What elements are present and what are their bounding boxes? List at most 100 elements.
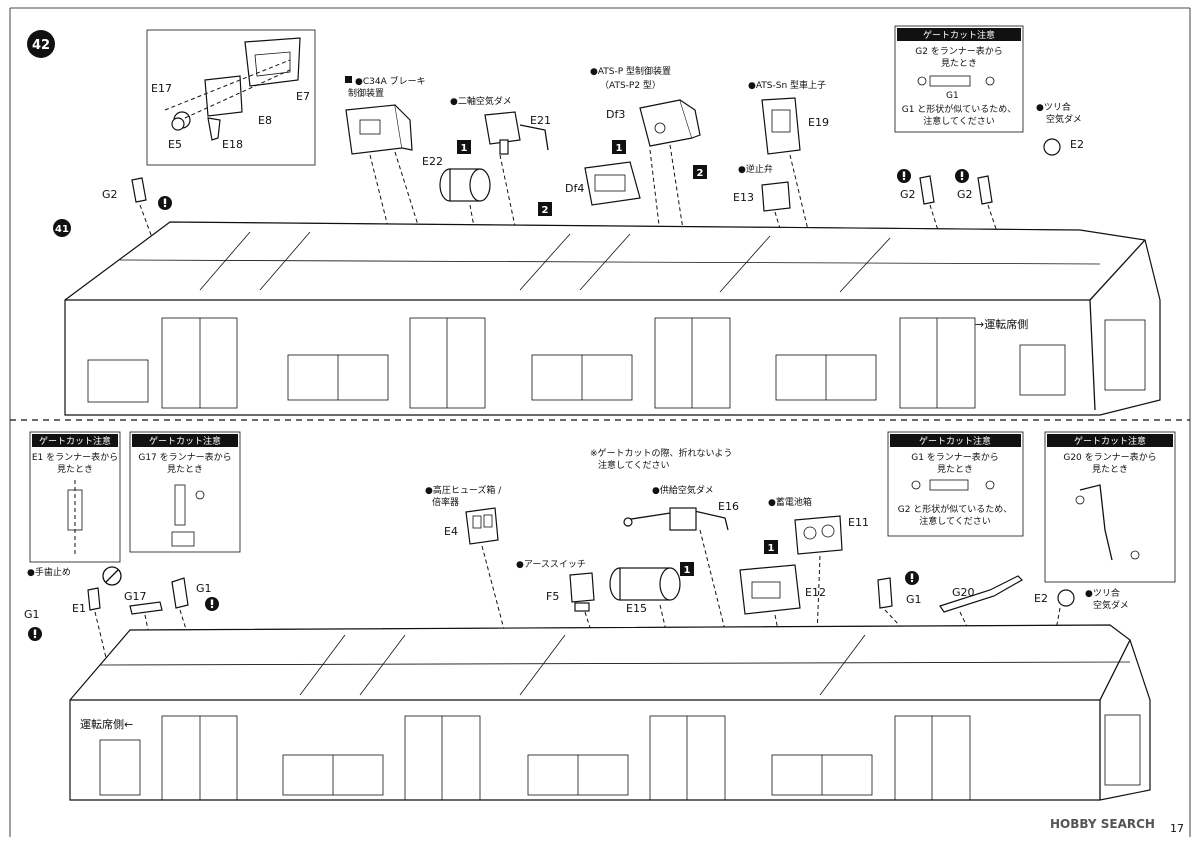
part-e15: E15 [626,602,647,615]
step-number: 42 [32,38,50,53]
svg-text:2: 2 [697,168,704,179]
marker-1-bottom-b: 1 [764,540,778,554]
part-e5: E5 [168,138,182,151]
watermark: HOBBY SEARCH [1050,817,1155,831]
warning-icon-g1-right [905,571,919,585]
check-valve-callout: ●逆止弁 [738,163,773,175]
part-e21: E21 [530,114,551,127]
part-g2-right: G2 [957,188,973,201]
part-g1-left: G1 [24,608,40,621]
svg-text:ゲートカット注意: ゲートカット注意 [923,29,995,41]
svg-text:ゲートカット注意: ゲートカット注意 [919,435,991,447]
g17-part [129,601,163,615]
warning-icon-g2-left [158,196,172,210]
handbrake-callout: ●手歯止め [27,566,71,578]
ats-sn-part [761,97,801,155]
svg-text:G1: G1 [946,91,959,101]
ats-sn-callout: ●ATS-Sn 型車上子 [748,79,826,91]
car-body-bottom [69,624,1151,801]
part-e11: E11 [848,516,869,529]
g1-part-b [877,577,893,609]
e1-part [87,587,101,611]
ats-p-part-lower [584,161,641,206]
warning-icon-g2-mid [897,169,911,183]
direction-top: →運転席側 [975,317,1028,331]
inset-box [146,29,316,166]
svg-text:G2 と形状が似ているため、: G2 と形状が似ているため、 [898,503,1013,515]
tsuri-callout-top-2: 空気ダメ [1046,113,1082,125]
battery-upper-part [794,515,843,555]
svg-text:ゲートカット注意: ゲートカット注意 [149,435,221,447]
part-g2-mid: G2 [900,188,916,201]
supply-reservoir-frame [623,507,729,531]
g2-mid-part [919,175,935,205]
svg-text:注意してください: 注意してください [919,515,990,527]
warning-icon-g1-left [28,627,42,641]
part-g1-right: G1 [906,593,922,606]
break-note-2: 注意してください [598,459,669,471]
part-e4: E4 [444,525,458,538]
earth-switch-part [569,572,595,612]
svg-text:●ATS-P 型制御装置: ●ATS-P 型制御装置 [590,65,671,77]
svg-text:G2 をランナー表から: G2 をランナー表から [915,45,1003,57]
part-e7: E7 [296,90,310,103]
direction-bottom: 運転席側← [80,717,133,731]
check-valve-part [761,181,791,212]
svg-text:見たとき: 見たとき [941,58,977,69]
tsuri-callout-top-1: ●ツリ合 [1036,101,1071,113]
supply-reservoir-callout: ●供給空気ダメ [652,484,714,496]
fuse-box-part [465,507,499,545]
g2-right-part [977,175,993,205]
marker-1-top-a: 1 [457,140,471,154]
gate-cut-note-e1: ゲートカット注意 E1 をランナー表から 見たとき [29,431,121,563]
svg-text:（ATS-P2 型）: （ATS-P2 型） [600,80,661,91]
part-e13: E13 [733,191,754,204]
car-body-top [64,221,1161,416]
svg-text:見たとき: 見たとき [1092,464,1128,475]
svg-text:G17 をランナー表から: G17 をランナー表から [138,451,231,463]
warning-icon-g2-right [955,169,969,183]
battery-callout: ●蓄電池箱 [768,496,812,508]
gate-cut-note-g1: ゲートカット注意 G1 をランナー表から 見たとき G2 と形状が似ているため、… [887,431,1024,537]
compressor-part [484,111,549,155]
ats-p-callout: ●ATS-P 型制御装置 （ATS-P2 型） [590,65,671,91]
ats-p-part-upper [639,99,701,147]
brake-control-part [345,104,413,155]
svg-text:制御装置: 制御装置 [348,87,384,99]
gate-cut-note-g17: ゲートカット注意 G17 をランナー表から 見たとき [129,431,241,553]
part-e17: E17 [151,82,172,95]
fuse-box-callout-1: ●高圧ヒューズ箱 / [425,484,502,496]
part-e2-top: E2 [1070,138,1084,151]
g1-part-a [171,577,189,609]
step-42-badge: 42 [27,30,55,58]
battery-lower-part [739,564,801,615]
fuse-box-callout-2: 倍率器 [432,496,459,508]
svg-text:G1 と形状が似ているため、: G1 と形状が似ているため、 [902,103,1017,115]
svg-text:●C34A ブレーキ: ●C34A ブレーキ [355,75,426,87]
gate-cut-note-g20: ゲートカット注意 G20 をランナー表から 見たとき [1044,431,1176,583]
tsuri-callout-bottom-1: ●ツリ合 [1085,587,1120,599]
svg-text:見たとき: 見たとき [57,464,93,475]
no-glue-icon [102,566,122,586]
reservoir-part [439,168,491,202]
tsuri-callout-bottom-2: 空気ダメ [1093,599,1129,611]
part-g2-left: G2 [102,188,118,201]
earth-switch-callout: ●アーススイッチ [516,559,586,570]
part-e8: E8 [258,114,272,127]
part-df3: Df3 [606,108,625,121]
supply-reservoir-tank [609,567,681,601]
part-e2-bottom: E2 [1034,592,1048,605]
marker-2-top-a: 2 [538,202,552,216]
part-e18: E18 [222,138,243,151]
svg-text:E1 をランナー表から: E1 をランナー表から [32,451,118,463]
tsuri-part-bottom [1057,589,1075,607]
part-e16: E16 [718,500,739,513]
marker-1-top-b: 1 [612,140,626,154]
svg-text:1: 1 [461,143,468,154]
page-number: 17 [1170,822,1184,835]
g20-part [939,575,1023,613]
prev-step-number: 41 [55,224,69,235]
part-df4: Df4 [565,182,584,195]
svg-text:1: 1 [768,543,775,554]
